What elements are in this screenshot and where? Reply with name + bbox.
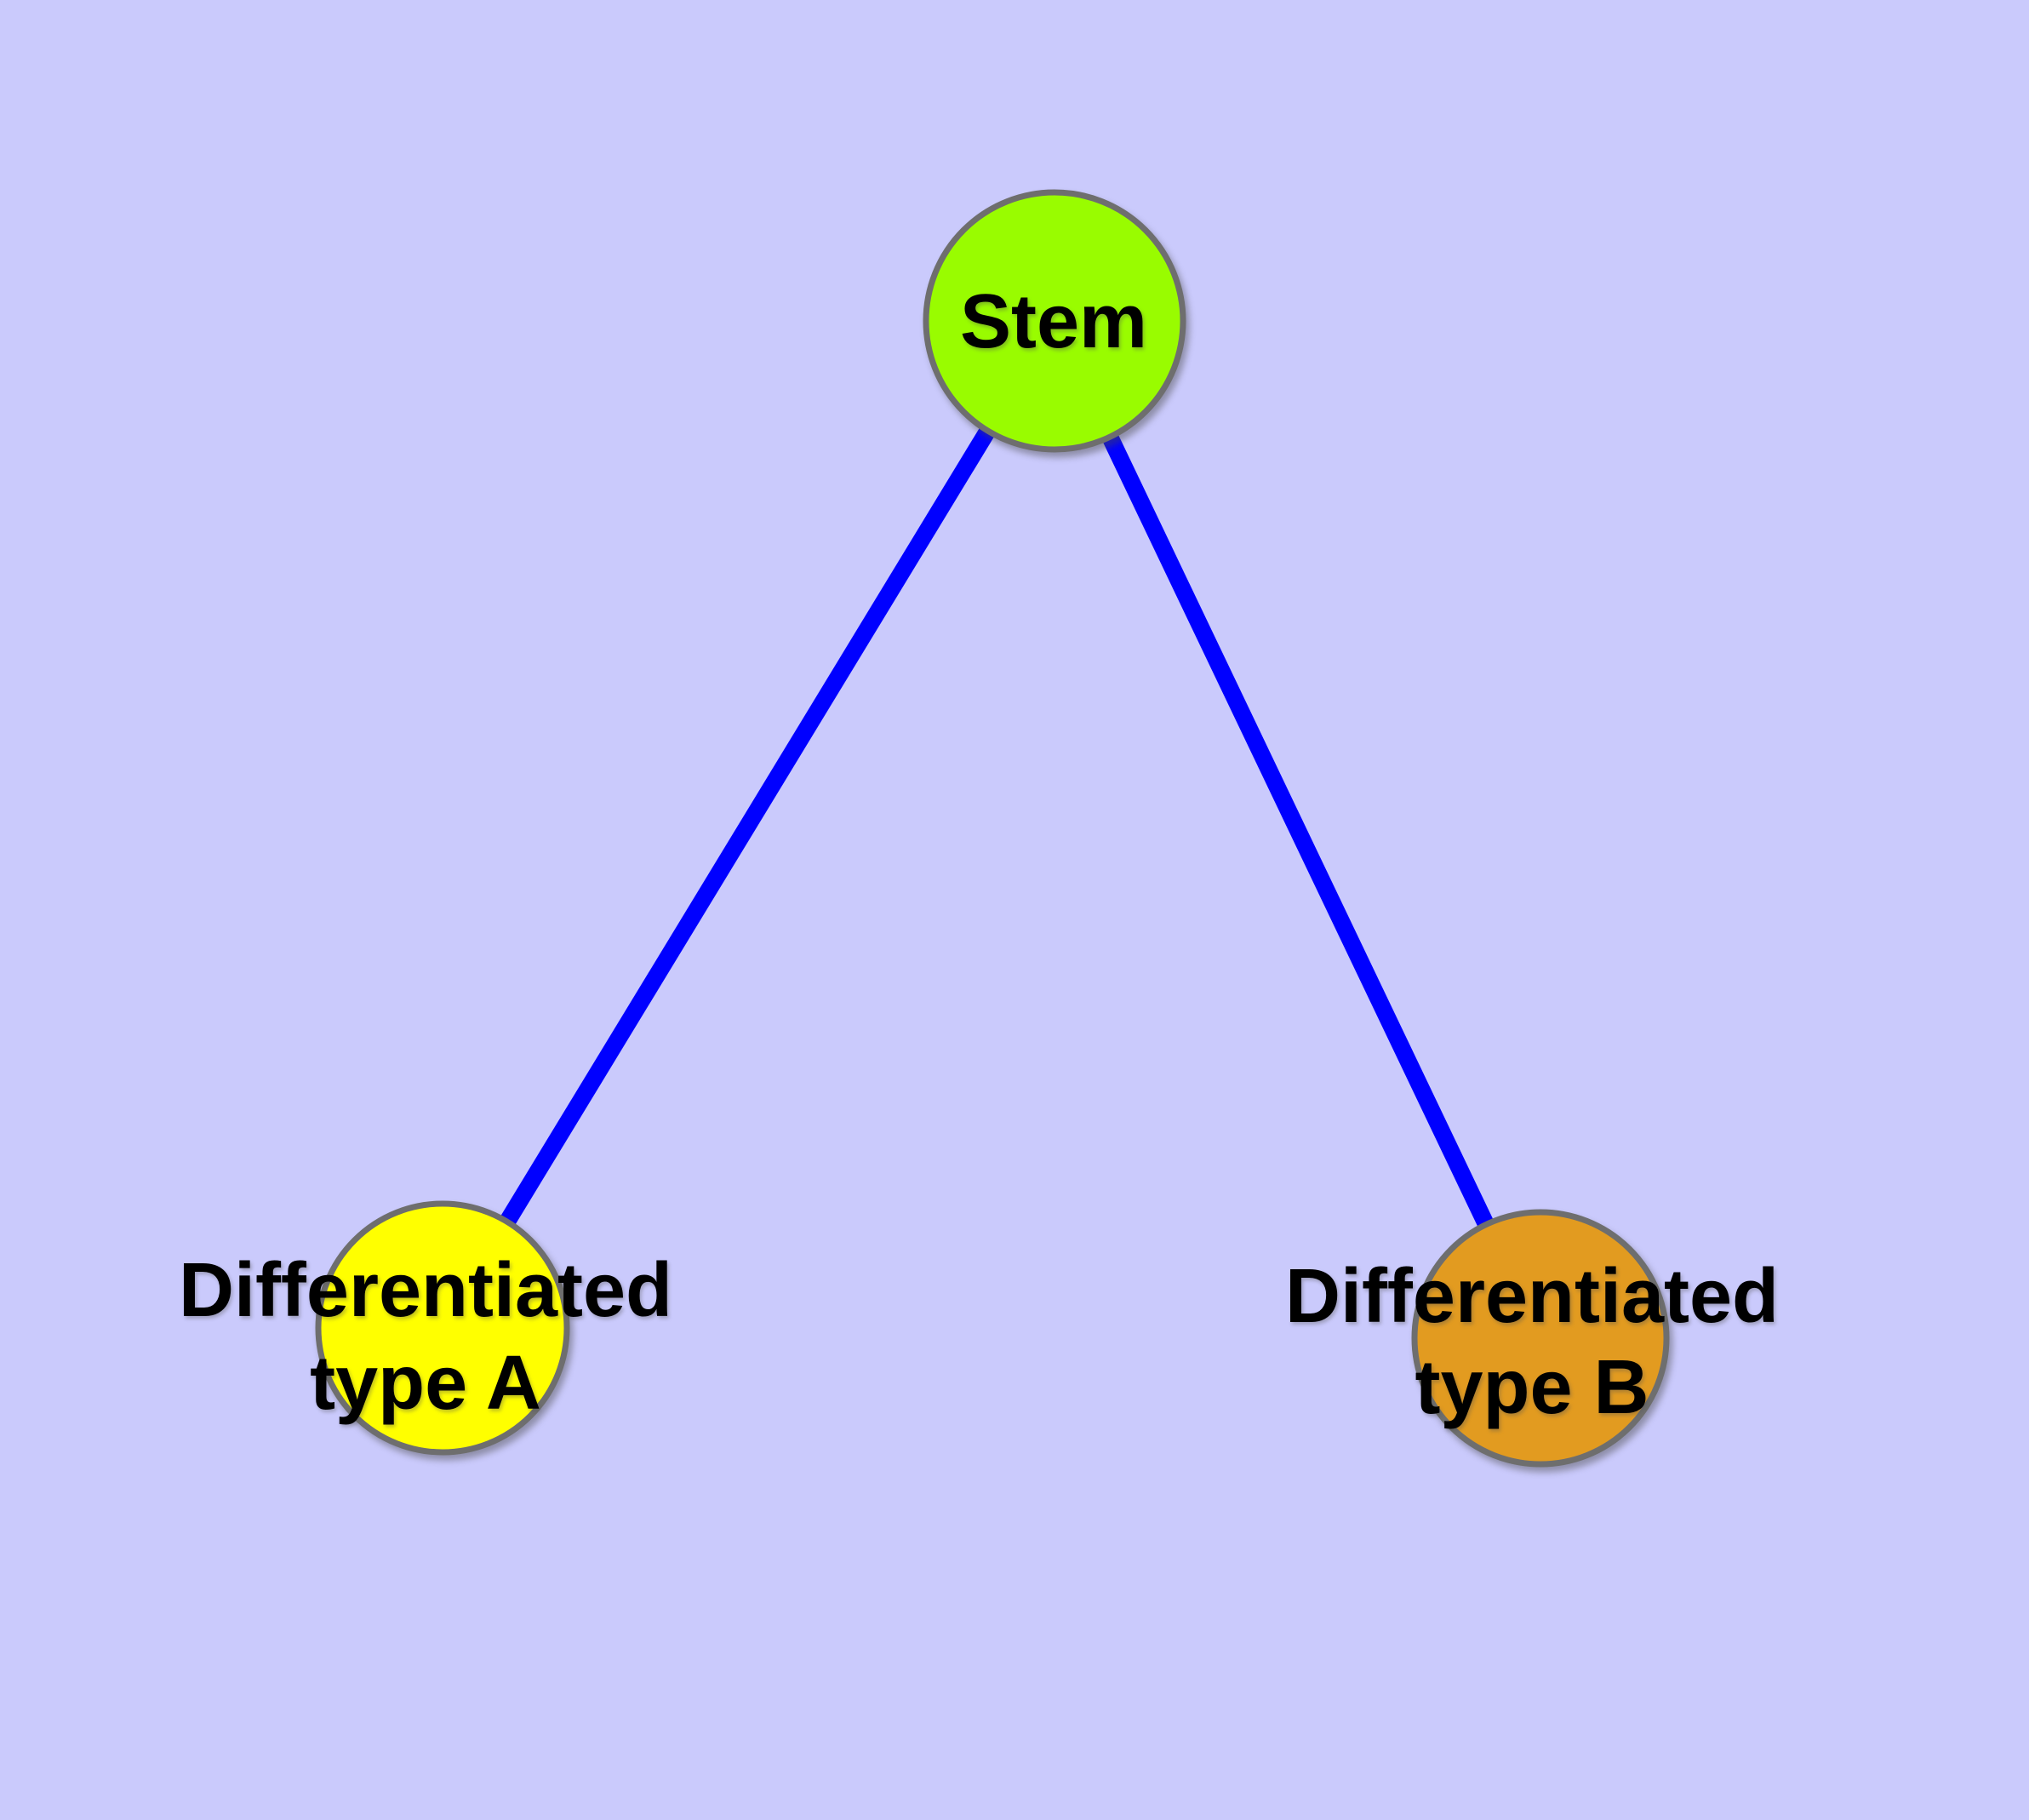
node-type-a-label-line2: type A <box>310 1341 541 1426</box>
node-differentiated-type-a <box>315 1200 570 1456</box>
node-differentiated-type-b <box>1411 1209 1670 1468</box>
edge-stem-to-type-b <box>1046 317 1549 1342</box>
node-type-b-label-line2: type B <box>1415 1345 1649 1430</box>
node-type-b-label-line1: Differentiated <box>1285 1254 1779 1339</box>
edge-stem-to-type-a <box>435 316 1062 1333</box>
node-stem-label: Stem <box>960 279 1147 364</box>
node-stem <box>923 189 1186 453</box>
node-type-a-label-line1: Differentiated <box>179 1248 672 1333</box>
